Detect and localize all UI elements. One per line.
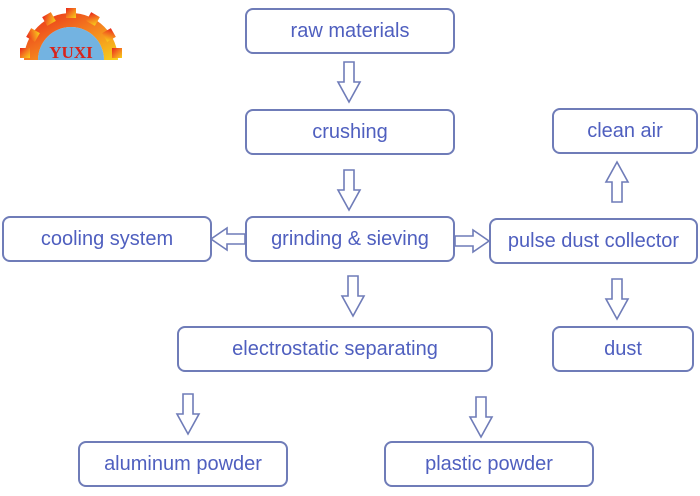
node-cooling-system: cooling system <box>2 216 212 262</box>
arrow-electrostatic-to-aluminum <box>175 393 201 436</box>
arrow-grinding-to-collector <box>454 228 491 254</box>
node-clean-air: clean air <box>552 108 698 154</box>
yuxi-logo: YUXI <box>20 8 122 62</box>
arrow-raw-to-crushing <box>336 61 362 104</box>
node-electrostatic-separating: electrostatic separating <box>177 326 493 372</box>
node-dust: dust <box>552 326 694 372</box>
node-raw-materials: raw materials <box>245 8 455 54</box>
arrow-electrostatic-to-plastic <box>468 396 494 439</box>
arrow-collector-to-clean-air <box>604 160 630 203</box>
arrow-crushing-to-grinding <box>336 169 362 212</box>
arrow-collector-to-dust <box>604 278 630 321</box>
node-grinding-sieving: grinding & sieving <box>245 216 455 262</box>
node-aluminum-powder: aluminum powder <box>78 441 288 487</box>
node-plastic-powder: plastic powder <box>384 441 594 487</box>
logo-text: YUXI <box>49 43 93 62</box>
node-pulse-dust-collector: pulse dust collector <box>489 218 698 264</box>
globe-icon <box>38 27 104 60</box>
arrow-grinding-to-cooling <box>209 226 246 252</box>
node-crushing: crushing <box>245 109 455 155</box>
gear-icon <box>20 8 122 60</box>
arrow-grinding-to-electrostatic <box>340 275 366 318</box>
